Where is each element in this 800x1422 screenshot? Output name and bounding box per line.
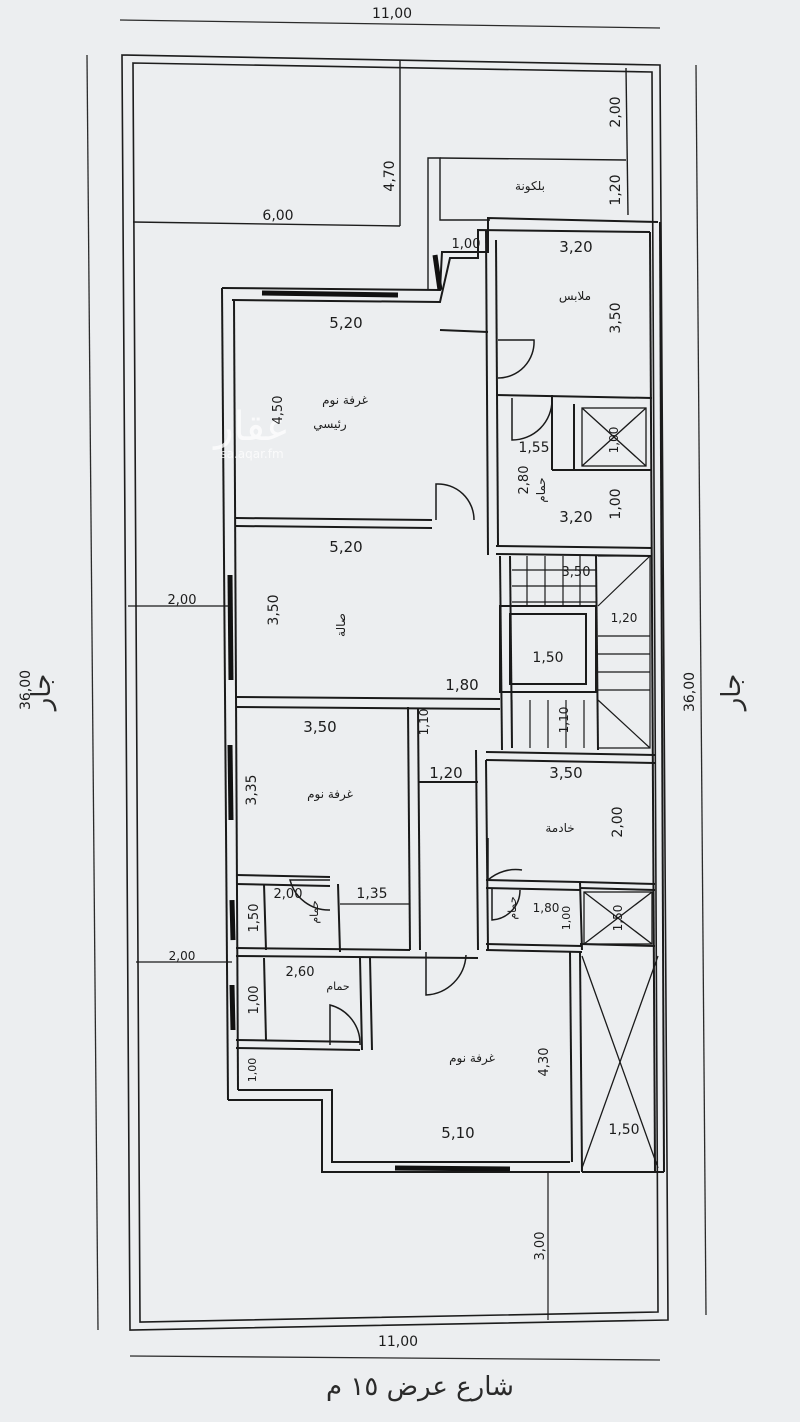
dim-shaft2: 1,50 <box>611 905 625 932</box>
dim-bath4-w: 2,60 <box>286 965 315 980</box>
room-bath4: حمام <box>326 980 349 993</box>
dim-bath1-w: 3,20 <box>559 508 592 526</box>
room-dressing: ملابس <box>559 289 591 304</box>
plot-boundary-outer <box>121 54 669 1331</box>
dim-maid-d: 2,00 <box>610 806 626 837</box>
dim-bath4-side: 1,00 <box>246 1058 259 1083</box>
dim-corridor-small-2: 1,10 <box>557 707 571 734</box>
room-balcony: بلكونة <box>515 179 545 194</box>
dim-stair-small: 1,20 <box>611 611 638 625</box>
dim-stair-top: 3,50 <box>562 565 591 580</box>
dim-bath4-d: 1,00 <box>247 986 262 1015</box>
setback-lines <box>128 605 549 1320</box>
room-master-line1: غرفة نوم <box>322 393 368 408</box>
dim-rear-setback: 3,00 <box>533 1232 548 1261</box>
right-dimension-line <box>695 64 707 1316</box>
top-dimension-line <box>119 19 661 29</box>
neighbor-label-right: جار <box>717 674 747 713</box>
dim-left-setback-2: 2,00 <box>169 949 196 963</box>
dim-right-length: 36,00 <box>682 672 698 712</box>
neighbor-label-left: جار <box>27 674 57 713</box>
dim-front-yard-depth: 4,70 <box>382 160 398 191</box>
dim-left-length: 36,00 <box>18 670 34 710</box>
dim-bath2-d: 1,50 <box>247 904 262 933</box>
dim-right-setback-top: 2,00 <box>608 96 624 127</box>
dim-left-setback-1: 2,00 <box>168 593 197 608</box>
building-walls <box>221 216 665 1173</box>
dim-bath1-c: 1,00 <box>608 488 624 519</box>
room-maid: خادمة <box>545 821 574 835</box>
dim-bath1-b: 2,80 <box>517 466 532 495</box>
dim-bath1-a: 1,55 <box>518 440 549 456</box>
street-label: شارع عرض ١٥ م <box>326 1372 514 1402</box>
dim-bath2-w: 2,00 <box>274 887 303 902</box>
dim-hall-d: 3,50 <box>266 594 282 625</box>
room-bedroom2: غرفة نوم <box>307 787 353 802</box>
dim-dressing-w: 3,20 <box>559 238 592 256</box>
dim-bath3-a: 1,80 <box>533 901 560 915</box>
dim-hall-w: 5,20 <box>329 538 362 556</box>
dim-master-d: 4,50 <box>271 396 286 425</box>
bottom-dimension-line <box>129 1355 661 1361</box>
room-bedroom3: غرفة نوم <box>449 1051 495 1066</box>
dim-bed2-d: 3,35 <box>244 774 260 805</box>
windows <box>227 254 511 1172</box>
dim-bed3-w: 5,10 <box>441 1124 474 1142</box>
dim-bed3-d: 4,30 <box>537 1048 552 1077</box>
dim-front-yard-width: 6,00 <box>262 208 293 224</box>
dim-maid-w: 3,50 <box>549 764 582 782</box>
dim-lift: 1,50 <box>532 650 563 666</box>
dim-balcony-step: 1,00 <box>452 237 481 252</box>
dim-corridor-small: 1,10 <box>417 709 431 736</box>
watermark-logo: عقار <box>212 404 290 450</box>
plot-boundary-inner <box>132 62 659 1323</box>
dim-right-small-1: 1,20 <box>608 174 624 205</box>
balcony-right-line <box>625 67 629 216</box>
dim-master-w: 5,20 <box>329 314 362 332</box>
room-bath3: حمام <box>506 896 519 919</box>
watermark-url: sa.aqar.fm <box>220 447 283 461</box>
dim-bottom-width: 11,00 <box>378 1334 418 1350</box>
room-master-line2: رئيسي <box>313 417 347 432</box>
doors <box>289 339 553 1046</box>
dim-top-width: 11,00 <box>372 6 412 22</box>
room-hall: صالة <box>334 613 348 637</box>
left-dimension-line <box>86 54 99 1331</box>
dim-shaft1: 1,00 <box>607 427 621 454</box>
shafts <box>581 407 659 1169</box>
room-bath2: حمام <box>308 900 321 923</box>
dim-corridor-w: 1,80 <box>445 676 478 694</box>
dim-lobby-w: 1,35 <box>356 886 387 902</box>
balcony-top-line <box>439 157 627 161</box>
room-bath1: حمام <box>534 477 548 502</box>
front-yard-line <box>132 221 401 227</box>
stair-treads <box>511 555 651 749</box>
dim-passage-w: 1,20 <box>429 764 462 782</box>
dim-shaft3: 1,50 <box>608 1122 639 1138</box>
dim-bed2-w: 3,50 <box>303 718 336 736</box>
dim-bath3-b: 1,00 <box>560 906 573 931</box>
dim-dressing-d: 3,50 <box>608 302 624 333</box>
